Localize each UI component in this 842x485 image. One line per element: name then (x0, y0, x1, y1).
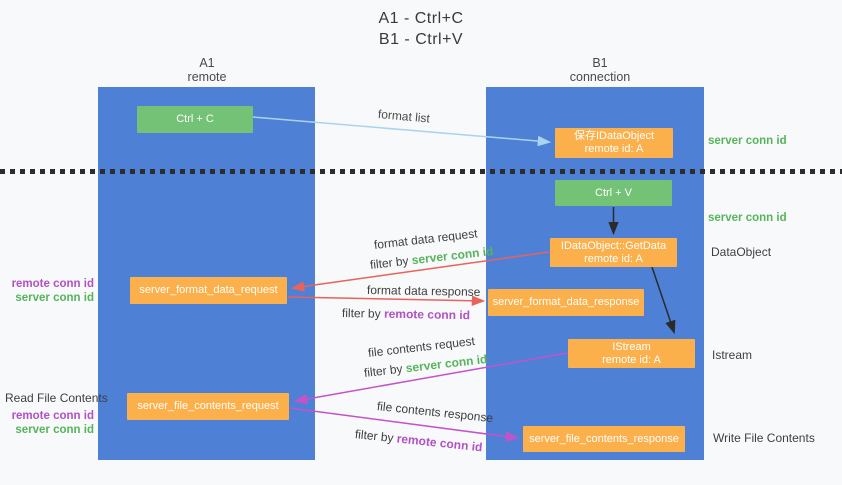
filter-by-text: filter by (354, 427, 395, 446)
column-a1-id: A1 (199, 56, 215, 70)
filter-by-text: filter by (363, 361, 404, 380)
box-ctrl-v-label: Ctrl + V (595, 186, 632, 199)
server-conn-id-token: server conn id (410, 244, 495, 268)
dotted-separator (0, 169, 842, 174)
box-server-format-data-response-label: server_format_data_response (492, 296, 640, 308)
filter-by-text: filter by (341, 306, 381, 321)
label-format-data-response: format data response (366, 283, 481, 299)
label-server-conn-id-mid: server conn id (708, 212, 787, 224)
box-server-file-contents-request: server_file_contents_request (127, 393, 289, 420)
column-b1-id: B1 (592, 56, 608, 70)
filter-by-text: filter by (369, 253, 410, 272)
box-server-format-data-response: server_format_data_response (488, 289, 644, 316)
diagram-title: A1 - Ctrl+C B1 - Ctrl+V (0, 8, 842, 50)
box-save-idataobject-line1: 保存IDataObject (573, 130, 655, 142)
title-line-1: A1 - Ctrl+C (378, 10, 464, 27)
label-remote-conn-id-format: remote conn id (11, 278, 94, 290)
label-filter-by-remote-conn-id-1: filter by remote conn id (342, 306, 470, 322)
label-write-file-contents: Write File Contents (713, 431, 815, 445)
label-file-contents-response: file contents response (376, 399, 494, 426)
column-a1-name: remote (187, 70, 227, 84)
label-remote-conn-id-file: remote conn id (11, 410, 94, 422)
box-istream-line2: remote id: A (602, 353, 661, 366)
box-server-format-data-request: server_format_data_request (130, 277, 287, 304)
box-idataobject-getdata: IDataObject::GetData remote id: A (550, 238, 677, 267)
box-save-idataobject: 保存IDataObject remote id: A (555, 128, 673, 158)
box-istream-line1: IStream (612, 340, 651, 353)
box-istream: IStream remote id: A (568, 339, 695, 368)
column-b1-name: connection (569, 70, 631, 84)
label-server-conn-id-format: server conn id (15, 292, 94, 304)
column-header-a1: A1 remote (137, 56, 277, 84)
box-idataobject-getdata-line2: remote id: A (584, 252, 643, 265)
column-header-b1: B1 connection (530, 56, 670, 84)
remote-conn-id-token: remote conn id (396, 431, 484, 455)
label-server-conn-id-top: server conn id (708, 135, 787, 147)
label-server-conn-id-file: server conn id (15, 424, 94, 436)
label-dataobject: DataObject (711, 245, 772, 259)
server-conn-id-token: server conn id (404, 352, 489, 376)
label-format-list: format list (377, 107, 431, 126)
label-read-file-contents: Read File Contents (5, 391, 108, 405)
label-istream: Istream (712, 348, 753, 362)
box-server-format-data-request-label: server_format_data_request (139, 284, 278, 296)
box-idataobject-getdata-line1: IDataObject::GetData (560, 239, 667, 252)
box-save-idataobject-line2: remote id: A (584, 143, 644, 155)
box-server-file-contents-response: server_file_contents_response (523, 426, 685, 452)
box-server-file-contents-response-label: server_file_contents_response (529, 432, 679, 445)
box-ctrl-c-label: Ctrl + C (176, 113, 214, 125)
box-ctrl-v: Ctrl + V (555, 180, 672, 206)
box-ctrl-c: Ctrl + C (137, 106, 253, 133)
title-line-2: B1 - Ctrl+V (378, 31, 464, 48)
box-server-file-contents-request-label: server_file_contents_request (137, 400, 279, 412)
remote-conn-id-token: remote conn id (383, 306, 471, 323)
label-filter-by-remote-conn-id-2: filter by remote conn id (354, 427, 483, 454)
